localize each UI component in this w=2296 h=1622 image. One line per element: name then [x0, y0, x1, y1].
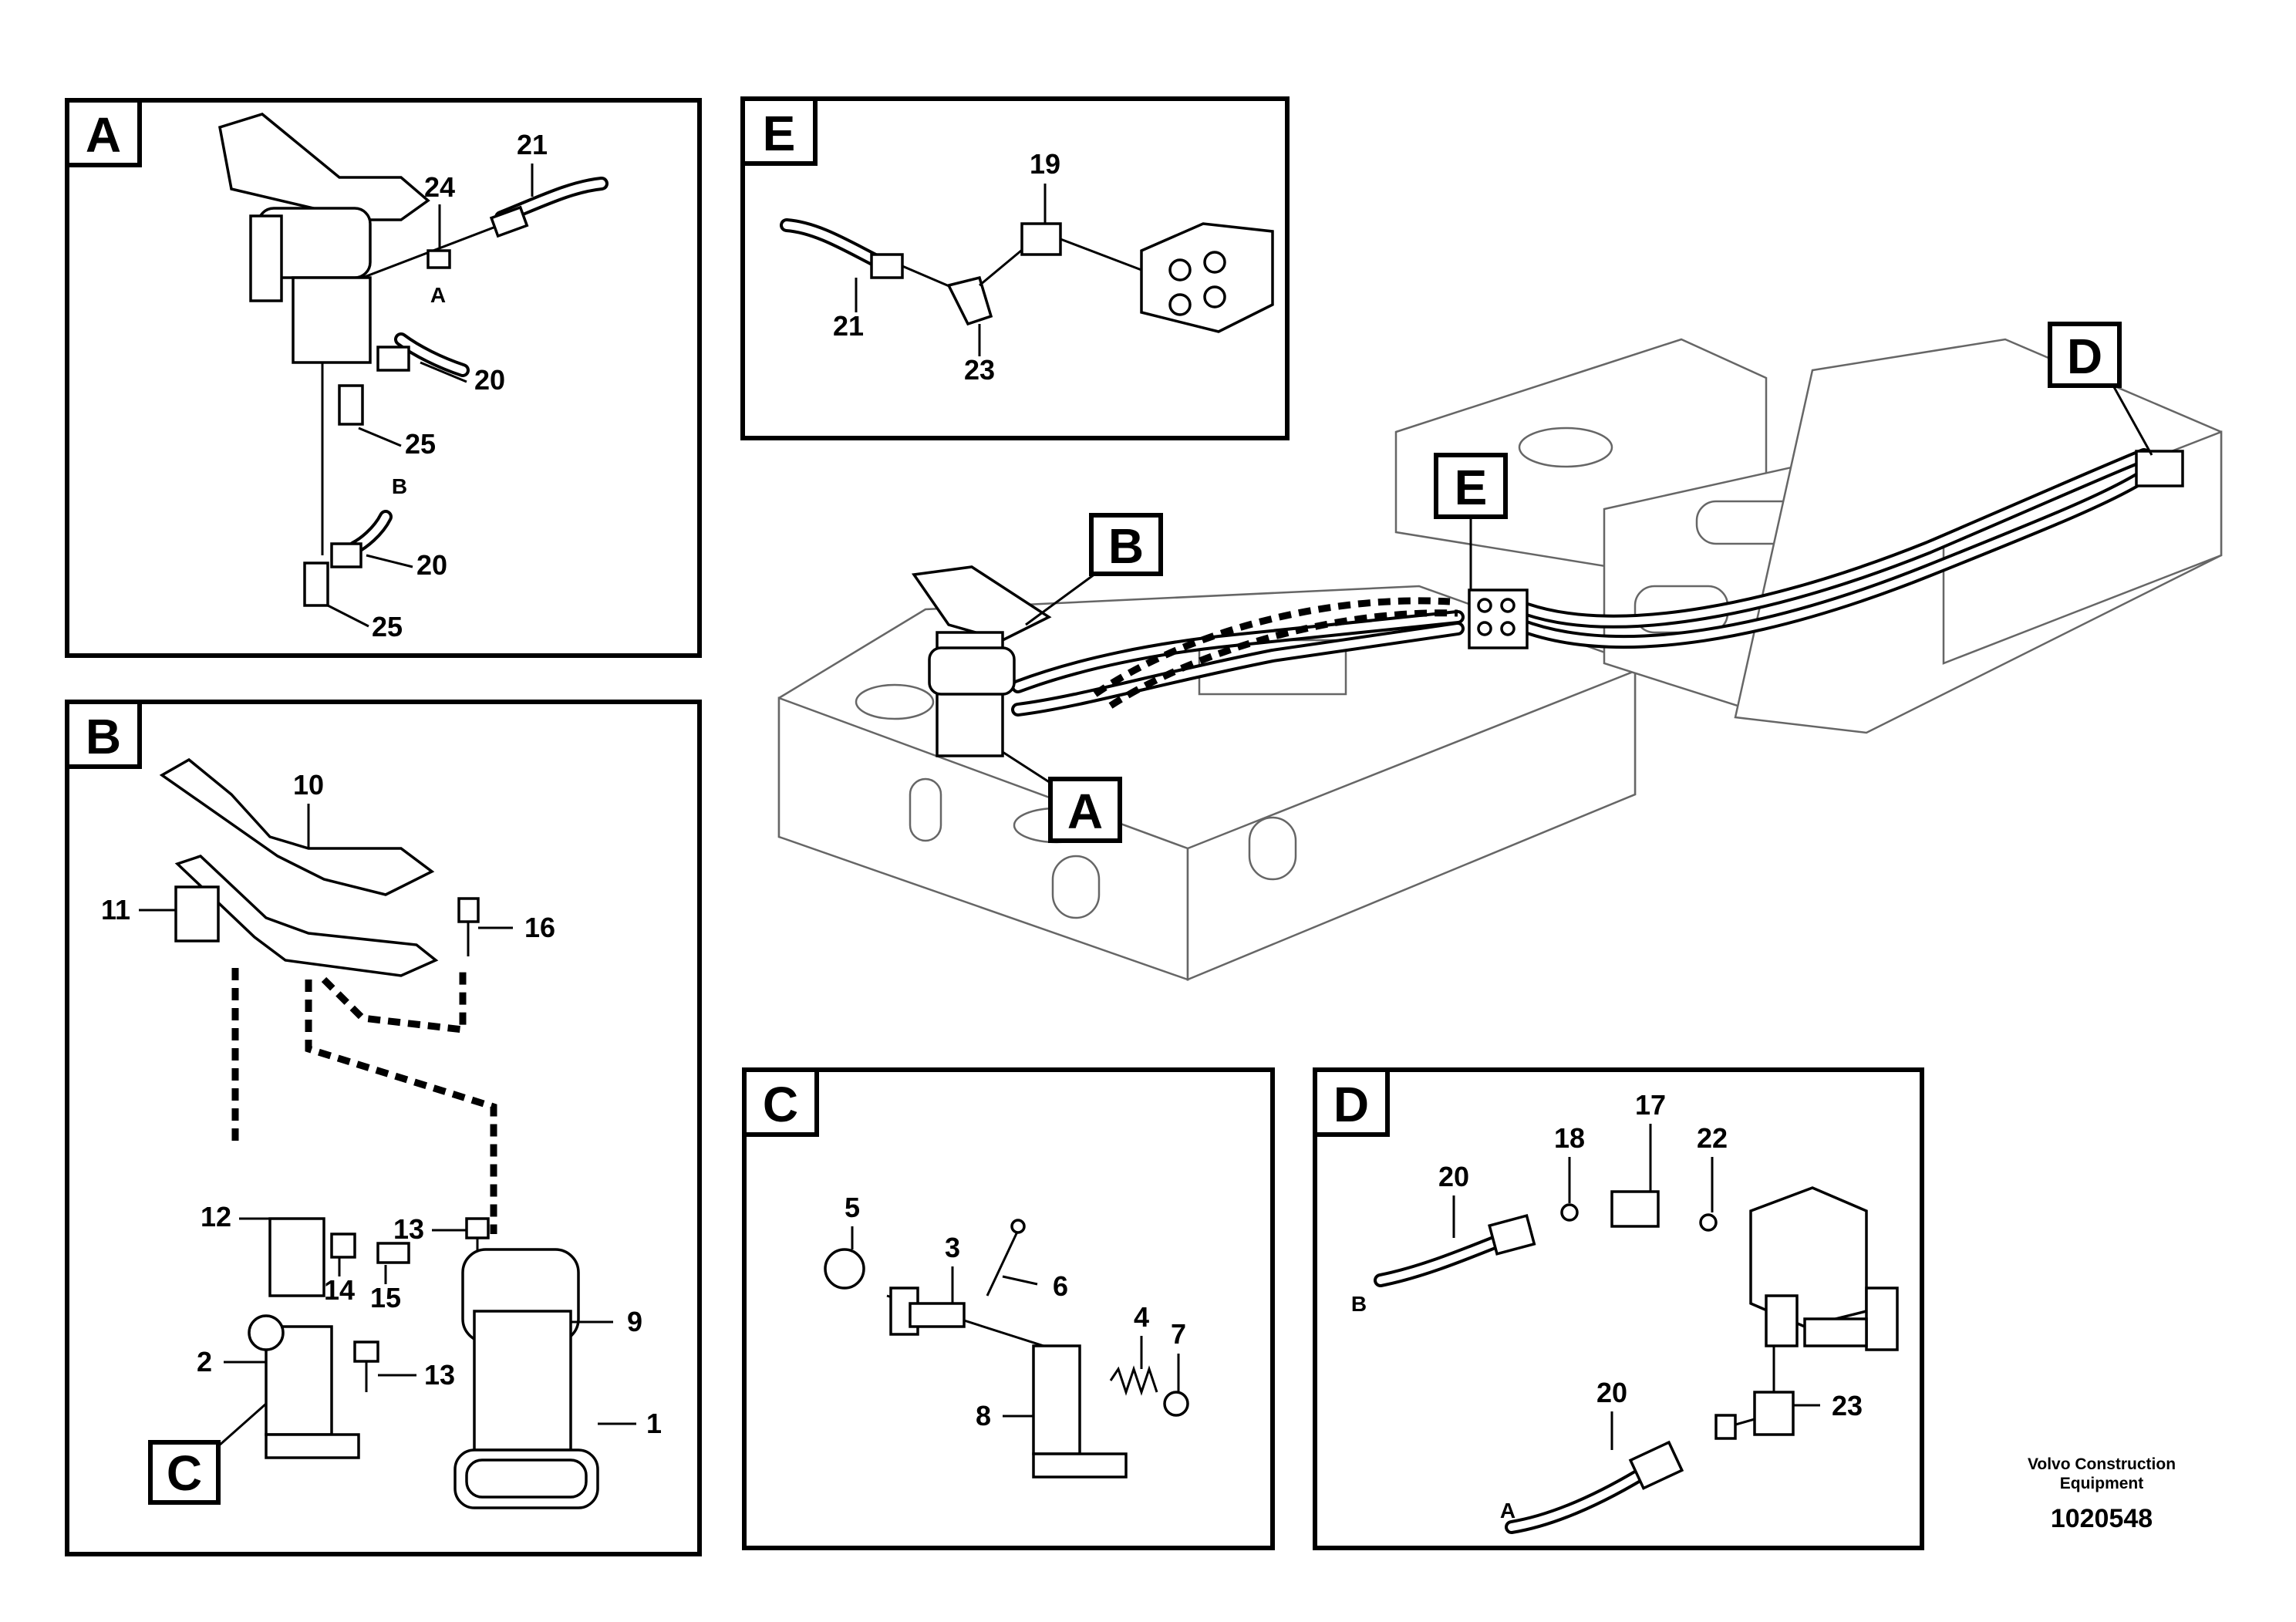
callout-22: 22 [1697, 1122, 1728, 1154]
svg-text:B: B [1108, 518, 1144, 574]
panel-c: C 5 3 6 4 7 8 [742, 1067, 1275, 1550]
callout-23-d: 23 [1832, 1390, 1863, 1421]
callout-23-e: 23 [964, 354, 995, 386]
callout-9: 9 [627, 1306, 642, 1337]
callout-20-lower: 20 [416, 549, 447, 581]
panel-a: A 21 24 A 20 25 B 20 [65, 98, 702, 658]
overview-tag-a[interactable]: A [1002, 750, 1122, 843]
callout-24: 24 [424, 171, 455, 203]
callout-2: 2 [197, 1346, 212, 1378]
overview-assembly [777, 338, 2223, 981]
callout-8: 8 [976, 1400, 991, 1431]
callout-1: 1 [646, 1408, 662, 1439]
callout-21-e: 21 [833, 310, 864, 342]
svg-text:D: D [2067, 329, 2102, 384]
panel-d-tag-label: D [1333, 1077, 1369, 1132]
panel-a-tag [65, 98, 142, 167]
callout-15: 15 [370, 1282, 401, 1313]
pedal-10 [159, 757, 435, 896]
callout-5: 5 [845, 1192, 860, 1223]
credit-line-1: Volvo Construction [2028, 1455, 2176, 1473]
panel-b-sub-tag-c[interactable]: C [167, 1445, 202, 1501]
overview-tag-e[interactable]: E [1434, 453, 1508, 590]
panel-d: D 20 18 17 22 B 20 23 [1313, 1067, 1924, 1550]
callout-14: 14 [324, 1274, 355, 1306]
callout-7: 7 [1171, 1318, 1186, 1350]
panel-b: B 10 11 [65, 700, 702, 1556]
callout-11: 11 [101, 894, 130, 926]
pedal [217, 113, 430, 221]
svg-text:A: A [1067, 784, 1103, 839]
panel-e: E 19 21 23 [740, 96, 1290, 440]
overview-tag-b[interactable]: B [1025, 513, 1163, 626]
panel-c-tag-label: C [763, 1077, 798, 1132]
callout-16: 16 [524, 912, 555, 943]
callout-3: 3 [945, 1232, 960, 1263]
callout-10: 10 [293, 769, 324, 801]
document-number: 1020548 [2051, 1504, 2153, 1533]
callout-25-lower: 25 [372, 611, 403, 642]
callout-12: 12 [201, 1201, 231, 1233]
callout-13-top: 13 [393, 1213, 424, 1245]
hose-end-label-a: A [430, 283, 446, 307]
svg-text:E: E [1455, 460, 1488, 515]
callout-20-d-upper: 20 [1438, 1161, 1469, 1192]
callout-4: 4 [1134, 1301, 1149, 1333]
callout-19: 19 [1030, 148, 1060, 180]
hose-end-label-b: B [392, 474, 407, 498]
panel-e-tag-label: E [763, 106, 796, 161]
overview-tag-d[interactable]: D [2048, 322, 2153, 456]
panel-a-tag-label: A [86, 107, 121, 163]
credit-line-2: Equipment [2060, 1475, 2144, 1492]
callout-20: 20 [474, 364, 505, 396]
callout-18: 18 [1554, 1122, 1585, 1154]
callout-21: 21 [517, 129, 548, 160]
callout-17: 17 [1635, 1089, 1666, 1121]
hose-end-label-b-d: B [1351, 1292, 1367, 1316]
callout-20-d-lower: 20 [1596, 1377, 1627, 1408]
control-unit-9 [473, 1310, 572, 1452]
bracket-11 [174, 855, 439, 977]
panel-b-tag-label: B [86, 709, 121, 764]
callout-25: 25 [405, 428, 436, 460]
callout-13-lower: 13 [424, 1359, 455, 1391]
footer: Volvo Construction Equipment 1020548 [2028, 1455, 2176, 1533]
callout-6: 6 [1053, 1270, 1068, 1302]
hose-end-label-a-d: A [1500, 1499, 1515, 1523]
